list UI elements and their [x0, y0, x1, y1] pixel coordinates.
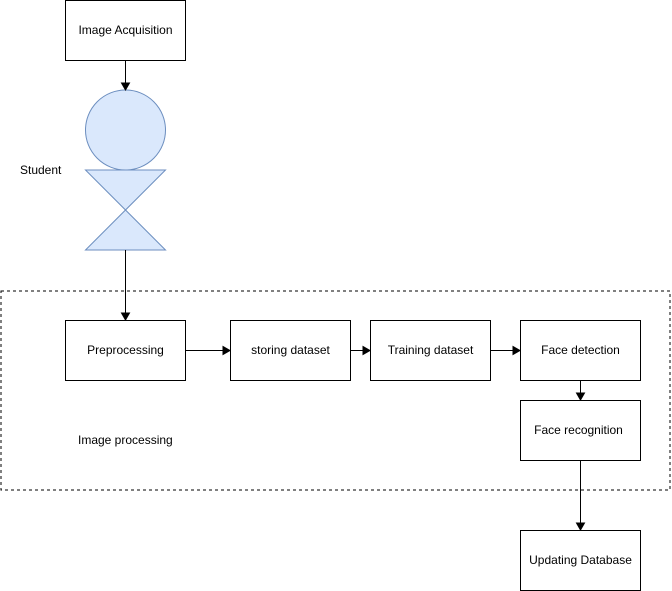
image-acquisition-label: Image Acquisition [78, 23, 172, 37]
preprocessing-node[interactable]: Preprocessing [65, 320, 186, 381]
edge-training-to-detection [491, 345, 522, 356]
edge-acquisition-to-student [120, 61, 131, 92]
edge-detection-to-recognition [575, 381, 586, 402]
face-detection-node[interactable]: Face detection [520, 320, 641, 381]
actor-upper-triangle [84, 169, 167, 211]
image-processing-container [0, 290, 671, 491]
face-recognition-node[interactable]: Face recognition [520, 400, 641, 461]
actor-head-circle [85, 89, 166, 171]
training-dataset-label: Training dataset [388, 343, 474, 357]
face-detection-label: Face detection [541, 343, 620, 357]
storing-dataset-label: storing dataset [251, 343, 330, 357]
edge-preprocessing-to-storing [186, 345, 232, 356]
container-label: Image processing [78, 433, 173, 447]
edge-recognition-to-database [575, 461, 586, 532]
student-label: Student [20, 163, 62, 177]
actor-lower-triangle [84, 209, 167, 251]
edge-student-to-preprocessing [120, 250, 131, 322]
preprocessing-label: Preprocessing [87, 343, 164, 357]
face-recognition-label: Face recognition [534, 423, 623, 437]
edge-storing-to-training [351, 345, 372, 356]
image-acquisition-node[interactable]: Image Acquisition [65, 0, 186, 61]
updating-database-node[interactable]: Updating Database [520, 530, 641, 591]
student-actor[interactable] [84, 89, 167, 251]
training-dataset-node[interactable]: Training dataset [370, 320, 491, 381]
storing-dataset-node[interactable]: storing dataset [230, 320, 351, 381]
updating-database-label: Updating Database [529, 553, 632, 567]
